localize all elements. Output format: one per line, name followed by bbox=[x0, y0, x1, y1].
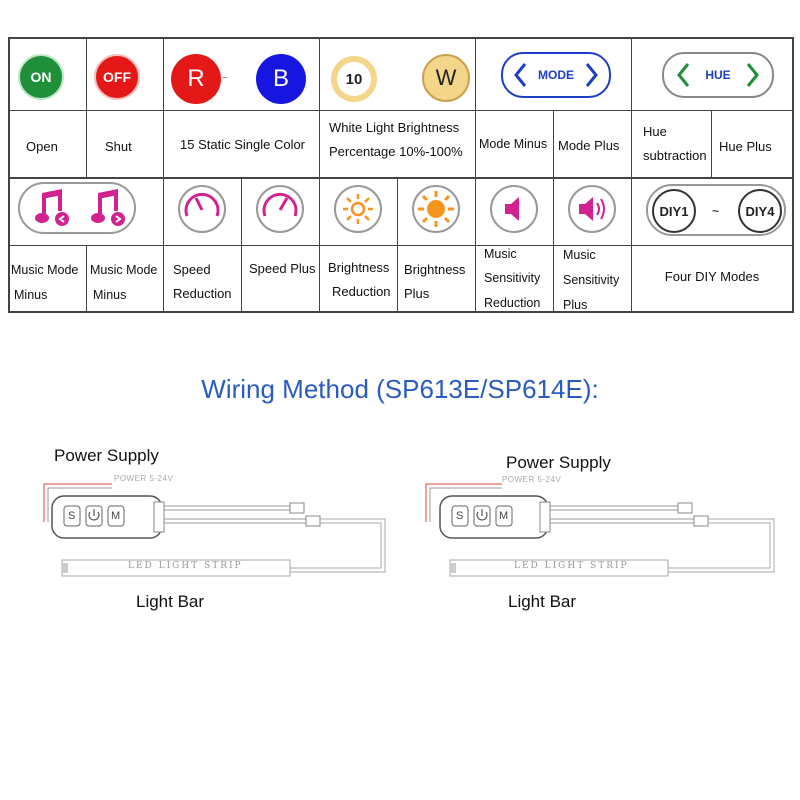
grid-line bbox=[241, 178, 242, 312]
label-brightness-reduction-1: Brightness bbox=[328, 260, 390, 275]
label-hue-subtraction-line2: subtraction bbox=[643, 148, 707, 163]
grid-line bbox=[631, 37, 632, 178]
grid-line bbox=[86, 37, 87, 178]
speed-plus-icon bbox=[256, 185, 304, 233]
label-speed-reduction-2: Reduction bbox=[173, 286, 232, 301]
music-note-plus-icon bbox=[91, 189, 125, 226]
mode-switch-icon: MODE bbox=[501, 52, 611, 98]
grid-line bbox=[163, 178, 164, 312]
tilde-mark: ~ bbox=[222, 73, 228, 84]
label-speed-reduction-1: Speed bbox=[173, 262, 211, 277]
label-music-mode-minus-b-1: Music Mode bbox=[90, 263, 158, 277]
red-color-icon: R bbox=[171, 54, 221, 104]
button-s-label: S bbox=[68, 510, 76, 522]
grid-line bbox=[8, 110, 794, 111]
brightness-10-icon: 10 bbox=[331, 56, 377, 102]
label-sensitivity-plus-1: Music bbox=[563, 248, 596, 262]
grid-line bbox=[86, 245, 87, 312]
grid-line bbox=[8, 177, 794, 179]
label-hue-subtraction-line1: Hue bbox=[643, 124, 667, 139]
grid-line bbox=[553, 110, 554, 178]
diy1-badge: DIY1 bbox=[652, 189, 696, 233]
grid-line bbox=[711, 110, 712, 178]
label-music-mode-minus-a-1: Music Mode bbox=[11, 263, 79, 277]
wiring-method-title: Wiring Method (SP613E/SP614E): bbox=[201, 374, 599, 404]
wiring-lines bbox=[43, 483, 386, 577]
label-static-color: 15 Static Single Color bbox=[180, 137, 306, 152]
label-shut: Shut bbox=[105, 139, 132, 154]
label-white-brightness-line1: White Light Brightness bbox=[329, 120, 460, 135]
grid-line bbox=[631, 178, 632, 312]
label-hue-plus: Hue Plus bbox=[719, 139, 772, 154]
label-mode-plus: Mode Plus bbox=[558, 138, 620, 153]
label-white-brightness-line2: Percentage 10%-100% bbox=[329, 144, 463, 159]
label-sensitivity-reduction-2: Sensitivity bbox=[484, 271, 541, 285]
grid-line bbox=[8, 37, 10, 313]
blue-color-icon: B bbox=[256, 54, 306, 104]
label-brightness-plus-1: Brightness bbox=[404, 262, 466, 277]
speaker-high-icon bbox=[568, 185, 616, 233]
label-open: Open bbox=[26, 139, 58, 154]
music-note-minus-icon bbox=[35, 189, 69, 226]
button-s-label: S bbox=[456, 510, 464, 522]
grid-line bbox=[319, 178, 320, 312]
grid-line bbox=[397, 178, 398, 312]
wiring-diagram-1: Power Supply POWER 5-24V S M LED LIGHT S… bbox=[20, 440, 400, 620]
on-button-icon: ON bbox=[18, 54, 64, 100]
label-sensitivity-reduction-1: Music bbox=[484, 247, 517, 261]
off-button-icon: OFF bbox=[94, 54, 140, 100]
button-m-label: M bbox=[499, 510, 509, 522]
chevron-right-icon bbox=[585, 63, 598, 87]
label-sensitivity-plus-2: Sensitivity bbox=[563, 273, 620, 287]
chevron-left-icon bbox=[514, 63, 527, 87]
diy-mode-icon: DIY1 ~ DIY4 bbox=[646, 184, 786, 236]
label-four-diy-modes: Four DIY Modes bbox=[664, 269, 760, 284]
speed-reduction-icon bbox=[178, 185, 226, 233]
grid-line bbox=[792, 37, 794, 313]
grid-line bbox=[553, 178, 554, 312]
wiring-diagram-2: Power Supply POWER 5-24V S M LED LIGHT S… bbox=[410, 440, 790, 620]
label-sensitivity-reduction-3: Reduction bbox=[484, 296, 541, 310]
power-spec-label: POWER 5-24V bbox=[502, 475, 562, 484]
chevron-right-icon bbox=[746, 63, 759, 87]
function-legend-table: ON OFF R ~ B 10 W MODE HUE Open Shut 15 … bbox=[8, 37, 794, 313]
label-music-mode-minus-a-2: Minus bbox=[14, 288, 48, 302]
power-supply-label: Power Supply bbox=[506, 453, 611, 472]
wiring-lines bbox=[425, 483, 775, 577]
music-mode-switch-icon bbox=[18, 182, 136, 234]
hue-switch-icon: HUE bbox=[662, 52, 774, 98]
led-strip-text: LED LIGHT STRIP bbox=[514, 561, 629, 571]
grid-line bbox=[163, 37, 164, 178]
diy-tilde: ~ bbox=[712, 204, 720, 218]
power-spec-label: POWER 5-24V bbox=[114, 474, 174, 483]
led-strip-text: LED LIGHT STRIP bbox=[128, 561, 243, 571]
label-sensitivity-plus-3: Plus bbox=[563, 298, 588, 312]
grid-line bbox=[475, 37, 476, 178]
light-bar-label: Light Bar bbox=[136, 592, 205, 611]
grid-line bbox=[8, 37, 794, 39]
label-speed-plus: Speed Plus bbox=[249, 261, 316, 276]
brightness-reduction-icon bbox=[334, 185, 382, 233]
label-mode-minus: Mode Minus bbox=[479, 137, 548, 151]
grid-line bbox=[475, 178, 476, 312]
white-light-icon: W bbox=[422, 54, 470, 102]
grid-line bbox=[319, 37, 320, 178]
speaker-low-icon bbox=[490, 185, 538, 233]
diy4-badge: DIY4 bbox=[738, 189, 782, 233]
label-brightness-reduction-2: Reduction bbox=[332, 284, 391, 299]
button-m-label: M bbox=[111, 510, 121, 522]
label-brightness-plus-2: Plus bbox=[404, 286, 430, 301]
label-music-mode-minus-b-2: Minus bbox=[93, 288, 127, 302]
hue-label: HUE bbox=[705, 68, 731, 82]
light-bar-label: Light Bar bbox=[508, 592, 577, 611]
chevron-left-icon bbox=[677, 63, 690, 87]
brightness-plus-icon bbox=[412, 185, 460, 233]
grid-line bbox=[8, 245, 794, 246]
power-supply-label: Power Supply bbox=[54, 446, 159, 465]
mode-label: MODE bbox=[538, 68, 574, 82]
grid-line bbox=[8, 311, 794, 313]
